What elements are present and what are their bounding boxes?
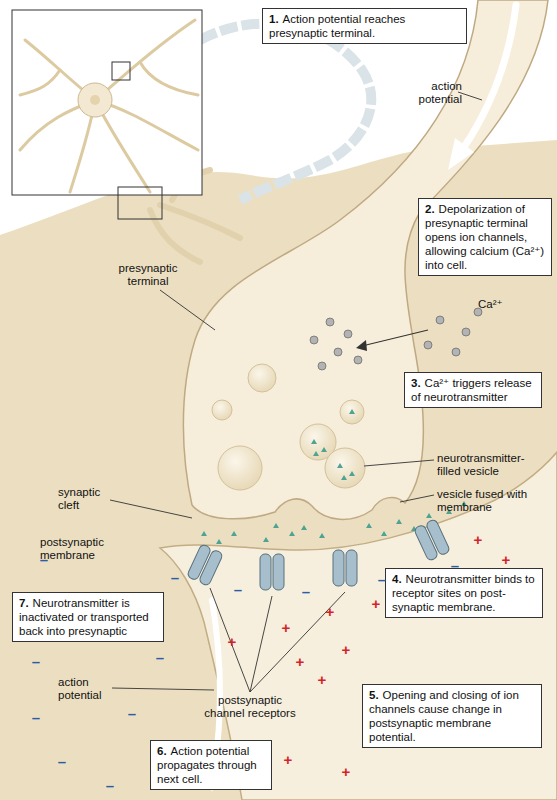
ion-label: Ca²⁺ [478, 298, 518, 311]
step-number: 7. [19, 597, 29, 609]
arrow-head [448, 138, 474, 170]
arrow-head [356, 340, 367, 351]
vesicles [212, 364, 365, 490]
step-text: Action potential propagates through next… [157, 745, 257, 785]
part-label: postsynaptic membrane [40, 536, 130, 562]
charge-sign: – [125, 706, 139, 721]
myelinated-axon [200, 24, 371, 200]
inset-nucleus [90, 95, 100, 105]
charge-sign: – [37, 552, 51, 567]
charge-sign: – [448, 558, 462, 573]
zoom-box [112, 62, 130, 80]
step-box: 7.Neurotransmitter is inactivated or tra… [12, 592, 164, 642]
charge-sign: + [281, 752, 295, 767]
step-box: 4.Neurotransmitter binds to receptor sit… [385, 568, 543, 618]
calcium-ions [310, 308, 482, 370]
inset-neuron-dendrites [20, 20, 198, 192]
charge-sign: + [471, 532, 485, 547]
part-label: vesicle fused with membrane [437, 488, 547, 514]
step-text: Action potential reaches presynaptic ter… [269, 13, 405, 39]
step-box: 5.Opening and closing of ion channels ca… [362, 684, 542, 748]
step-number: 3. [411, 377, 421, 389]
calcium-influx-arrow [362, 330, 428, 346]
step-number: 4. [392, 573, 402, 585]
charge-sign: – [29, 710, 43, 725]
charge-sign: + [293, 654, 307, 669]
step-text: Ca²⁺ triggers release of neurotransmitte… [411, 377, 532, 403]
step-text: Depolarization of presynaptic terminal o… [425, 203, 544, 271]
signal-label: action potential [58, 676, 114, 702]
step-text: Opening and closing of ion channels caus… [369, 689, 519, 743]
zoom-box [118, 187, 162, 219]
charge-sign: – [103, 778, 117, 793]
charge-sign: – [55, 754, 69, 769]
charge-sign: – [231, 582, 245, 597]
part-label: presynaptic terminal [108, 262, 188, 288]
charge-sign: – [375, 572, 389, 587]
part-label: postsynaptic channel receptors [200, 694, 300, 720]
step-box: 1.Action potential reaches presynaptic t… [262, 8, 467, 44]
step-text: Neurotransmitter binds to receptor sites… [392, 573, 535, 613]
step-number: 6. [157, 745, 167, 757]
step-box: 6.Action potential propagates through ne… [150, 740, 272, 790]
step-number: 2. [425, 203, 435, 215]
charge-sign: + [339, 642, 353, 657]
charge-sign: – [29, 654, 43, 669]
charge-sign: – [168, 570, 182, 585]
charge-sign: – [299, 584, 313, 599]
step-box: 3.Ca²⁺ triggers release of neurotransmit… [404, 372, 542, 408]
charge-sign: + [315, 672, 329, 687]
charge-sign: + [225, 634, 239, 649]
charge-sign: + [369, 596, 383, 611]
part-label: synaptic cleft [58, 486, 110, 512]
charge-sign: + [279, 620, 293, 635]
step-box: 2.Depolarization of presynaptic terminal… [418, 198, 552, 276]
charge-sign: + [323, 604, 337, 619]
signal-label: action potential [400, 80, 462, 106]
inset-soma [78, 83, 112, 117]
inset-frame [12, 10, 202, 195]
part-label: neurotransmitter-filled vesicle [437, 452, 547, 478]
step-text: Neurotransmitter is inactivated or trans… [19, 597, 149, 637]
action-potential-arrow [462, 5, 516, 150]
charge-sign: + [499, 552, 513, 567]
step-number: 1. [269, 13, 279, 25]
charge-sign: – [153, 650, 167, 665]
step-number: 5. [369, 689, 379, 701]
charge-sign: + [339, 764, 353, 779]
